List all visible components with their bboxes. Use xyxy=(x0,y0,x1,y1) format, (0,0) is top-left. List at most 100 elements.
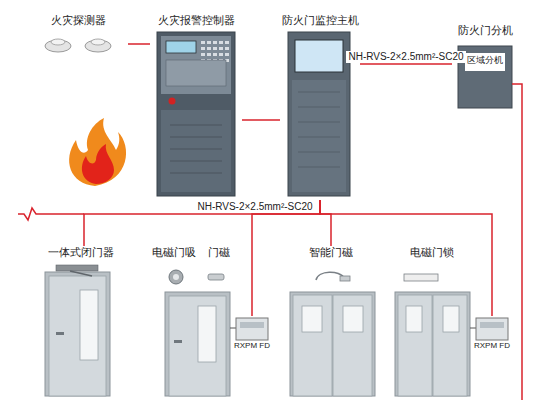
detector-group: 火灾探测器 xyxy=(28,14,128,54)
door-frame xyxy=(290,292,375,396)
vent-line xyxy=(298,107,340,108)
door-window xyxy=(343,306,363,332)
device-label: 电磁门吸 xyxy=(150,246,198,260)
cable-line xyxy=(320,200,331,246)
control-module xyxy=(476,318,508,340)
lock-door: 电磁门锁 xyxy=(392,246,472,396)
smart-magnet-body xyxy=(340,276,350,281)
smoke-detector xyxy=(45,40,71,52)
host-screen xyxy=(295,40,343,72)
controller-lower-panel xyxy=(161,110,231,192)
device-sublabel: 门磁 xyxy=(206,246,232,260)
vent-line xyxy=(298,137,340,138)
door-subunit: 防火门分机区域分机 xyxy=(452,24,518,112)
door-window xyxy=(198,306,216,362)
magnetic-holder xyxy=(169,270,183,284)
device-label: 防火门监控主机 xyxy=(280,14,360,28)
cable-line xyxy=(128,43,150,45)
vent-line xyxy=(170,173,222,174)
module-terminal xyxy=(240,322,264,328)
device-sublabel: 区域分机 xyxy=(465,55,505,66)
control-module: RXPM FD xyxy=(232,316,272,354)
cable-line xyxy=(512,84,522,400)
alarm-button xyxy=(169,98,176,105)
indicator-led xyxy=(219,47,223,50)
holder-plate xyxy=(173,274,179,280)
vent-line xyxy=(170,149,222,150)
device-label: 电磁门锁 xyxy=(392,246,472,260)
magnetic-lock xyxy=(404,274,438,281)
detector-cap xyxy=(91,39,105,45)
host-cabinet xyxy=(288,32,350,196)
device-label: 火灾报警控制器 xyxy=(150,14,242,28)
indicator-led xyxy=(207,47,211,50)
door-closer xyxy=(56,265,98,271)
vent-line xyxy=(298,167,340,168)
door-leaf xyxy=(169,296,226,396)
device-label: 防火门分机 xyxy=(452,24,518,38)
magnet-door-group: 电磁门吸门磁 xyxy=(150,246,232,396)
host-lower-panel xyxy=(292,80,346,192)
vent-line xyxy=(170,137,222,138)
vent-line xyxy=(170,161,222,162)
door-leaf xyxy=(49,276,106,396)
door-leaf xyxy=(398,295,432,396)
door-leaf xyxy=(333,295,372,396)
smoke-detector xyxy=(85,40,111,52)
subunit-box xyxy=(458,46,512,108)
door-window xyxy=(302,306,322,332)
cable-line xyxy=(242,119,280,121)
controller-cabinet xyxy=(157,32,235,196)
monitor-host: 防火门监控主机 xyxy=(280,14,360,200)
indicator-led xyxy=(207,41,211,44)
signal-wire xyxy=(230,328,236,329)
vent-line xyxy=(170,125,222,126)
device-label: 火灾探测器 xyxy=(28,14,128,28)
indicator-led xyxy=(201,53,205,56)
indicator-led xyxy=(213,47,217,50)
cable-line xyxy=(18,208,84,220)
module-terminal xyxy=(480,322,504,328)
vent-line xyxy=(298,122,340,123)
device-label: RXPM FD xyxy=(472,341,512,351)
door-closer-group: 一体式闭门器 xyxy=(38,246,124,396)
door-frame xyxy=(395,292,470,396)
indicator-led xyxy=(225,53,229,56)
cable-line xyxy=(84,200,320,246)
detector-cap xyxy=(51,39,65,45)
indicator-led xyxy=(219,41,223,44)
closer-arm xyxy=(70,271,92,276)
indicator-led xyxy=(225,47,229,50)
indicator-led xyxy=(219,53,223,56)
indicator-led xyxy=(225,41,229,44)
indicator-led xyxy=(207,53,211,56)
door-handle xyxy=(56,332,64,335)
door-magnet xyxy=(208,274,224,280)
door-leaf xyxy=(433,295,467,396)
vent-line xyxy=(298,152,340,153)
indicator-led xyxy=(213,41,217,44)
door-frame xyxy=(45,272,110,396)
door-window xyxy=(406,306,422,332)
key-panel xyxy=(166,60,226,86)
device-label: RXPM FD xyxy=(232,341,272,351)
door-window xyxy=(80,290,98,360)
cable-spec: NH-RVS-2×2.5mm²-SC20 xyxy=(346,51,465,63)
cable-spec: NH-RVS-2×2.5mm²-SC20 xyxy=(195,201,314,213)
control-module: RXPM FD xyxy=(472,316,512,354)
smart-magnet-door: 智能门磁 xyxy=(285,246,377,396)
controller-panel xyxy=(161,36,231,94)
indicator-led xyxy=(201,41,205,44)
device-label: 一体式闭门器 xyxy=(38,246,124,260)
alarm-controller: 火灾报警控制器 xyxy=(150,14,242,200)
device-label: 智能门磁 xyxy=(285,246,377,260)
subunit-plate xyxy=(465,53,505,71)
controller-screen xyxy=(166,41,196,53)
flame xyxy=(69,118,126,186)
control-module xyxy=(236,318,268,340)
signal-wire xyxy=(470,328,476,329)
door-handle xyxy=(174,340,182,343)
door-leaf xyxy=(293,295,332,396)
cable-line xyxy=(360,63,452,65)
vent-line xyxy=(298,92,340,93)
